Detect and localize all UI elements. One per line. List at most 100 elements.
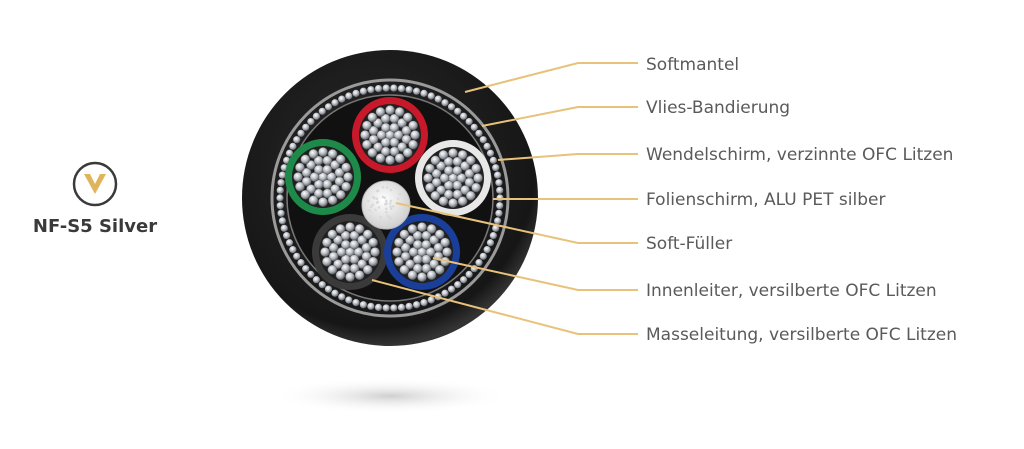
shield-strand xyxy=(390,304,397,311)
shield-strand xyxy=(494,217,501,224)
shield-strand xyxy=(475,259,482,266)
label-folienschirm: Folienschirm, ALU PET silber xyxy=(646,190,885,210)
conductor-strand xyxy=(368,148,377,157)
leader-line-0 xyxy=(465,63,638,92)
shield-strand xyxy=(319,108,326,115)
shield-strand xyxy=(352,90,359,97)
shield-strand xyxy=(302,265,309,272)
conductor-strand xyxy=(435,230,444,239)
conductor-strand xyxy=(363,265,372,274)
shield-strand xyxy=(490,157,497,164)
shield-strand xyxy=(383,84,390,91)
shield-strand xyxy=(297,130,304,137)
filler-fiber xyxy=(392,205,395,208)
conductor-strand xyxy=(471,164,480,173)
conductor-strand xyxy=(301,190,310,199)
shield-strand xyxy=(466,271,473,278)
conductor-strand xyxy=(336,155,345,164)
conductor-strand xyxy=(473,173,482,182)
shield-strand xyxy=(277,210,284,217)
shield-strand xyxy=(277,187,284,194)
conductor-strand xyxy=(435,265,444,274)
conductor-strand xyxy=(336,190,345,199)
conductor-strand xyxy=(295,182,304,191)
shield-strand xyxy=(494,172,501,179)
shield-strand xyxy=(406,303,413,310)
filler-fiber xyxy=(376,197,379,200)
filler-fiber xyxy=(385,199,388,202)
filler-fiber xyxy=(386,214,389,217)
filler-fiber xyxy=(376,190,379,193)
filler-fiber xyxy=(374,208,377,211)
v-logo-icon xyxy=(71,160,119,208)
conductor-strand xyxy=(328,230,337,239)
conductor-strand xyxy=(425,164,434,173)
filler-fiber xyxy=(367,200,370,203)
shield-strand xyxy=(313,276,320,283)
shield-strand xyxy=(283,232,290,239)
conductor-strand xyxy=(408,270,417,279)
conductor-strand xyxy=(360,130,369,139)
shield-strand xyxy=(331,99,338,106)
conductor-strand xyxy=(448,198,457,207)
shield-strand xyxy=(325,103,332,110)
filler-fiber xyxy=(382,196,385,199)
conductor-strand xyxy=(328,265,337,274)
shield-strand xyxy=(398,85,405,92)
shield-strand xyxy=(454,108,461,115)
filler-fiber xyxy=(389,202,392,205)
core-green xyxy=(285,139,361,215)
conductor-strand xyxy=(425,183,434,192)
conductor-strand xyxy=(341,163,350,172)
conductor-strand xyxy=(362,140,371,149)
shield-strand xyxy=(448,103,455,110)
conductor-strand xyxy=(370,247,379,256)
filler-fiber xyxy=(376,201,379,204)
filler-fiber xyxy=(379,216,382,219)
shield-strand xyxy=(289,143,296,150)
conductor-strand xyxy=(376,107,385,116)
shield-strand xyxy=(345,92,352,99)
shield-strand xyxy=(293,136,300,143)
filler-fiber xyxy=(383,223,386,226)
filler-fiber xyxy=(390,208,393,211)
filler-fiber xyxy=(370,205,373,208)
shield-strand xyxy=(487,150,494,157)
shield-strand xyxy=(435,96,442,103)
shield-strand xyxy=(480,253,487,260)
conductor-strand xyxy=(322,257,331,266)
shield-strand xyxy=(276,194,283,201)
shield-strand xyxy=(293,253,300,260)
filler-fiber xyxy=(390,200,393,203)
shield-strand xyxy=(471,124,478,131)
shield-strand xyxy=(484,143,491,150)
conductor-strand xyxy=(328,149,337,158)
conductor-strand xyxy=(345,272,354,281)
shield-strand xyxy=(375,304,382,311)
conductor-strand xyxy=(309,149,318,158)
shield-strand xyxy=(338,96,345,103)
shield-strand xyxy=(277,202,284,209)
shield-strand xyxy=(428,296,435,303)
conductor-strand xyxy=(400,230,409,239)
conductor-strand xyxy=(345,222,354,231)
conductor-strand xyxy=(368,113,377,122)
filler-fiber xyxy=(390,189,393,192)
shield-strand xyxy=(480,136,487,143)
brand-block: NF-S5 Silver xyxy=(30,160,160,237)
conductor-strand xyxy=(309,195,318,204)
conductor-strand xyxy=(318,197,327,206)
shield-strand xyxy=(289,246,296,253)
conductor-strand xyxy=(427,270,436,279)
conductor-strand xyxy=(417,222,426,231)
conductor-strand xyxy=(408,224,417,233)
filler-fiber xyxy=(382,186,385,189)
conductor-strand xyxy=(423,173,432,182)
shield-strand xyxy=(286,239,293,246)
core-white xyxy=(415,140,491,216)
shield-strand xyxy=(281,225,288,232)
shield-strand xyxy=(360,88,367,95)
shield-strand xyxy=(325,286,332,293)
conductor-strand xyxy=(336,224,345,233)
